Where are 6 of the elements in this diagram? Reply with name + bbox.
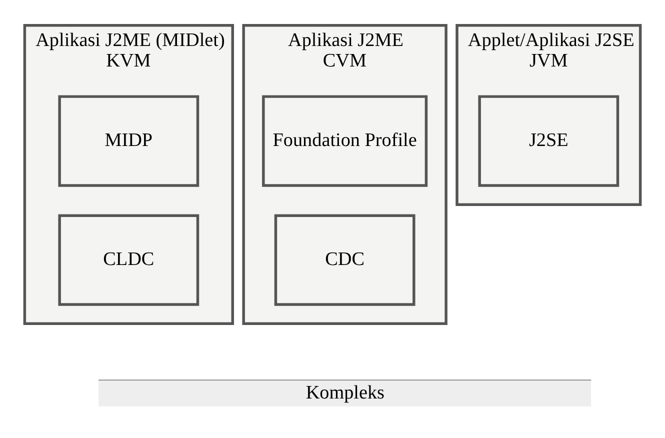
node-box: MIDP xyxy=(58,95,200,187)
label: Kompleks xyxy=(306,382,385,404)
node-box: CDC xyxy=(274,214,416,306)
node-box: Foundation Profile xyxy=(262,95,428,187)
node-box: J2SE xyxy=(478,95,620,187)
node-box: CLDC xyxy=(58,214,200,306)
